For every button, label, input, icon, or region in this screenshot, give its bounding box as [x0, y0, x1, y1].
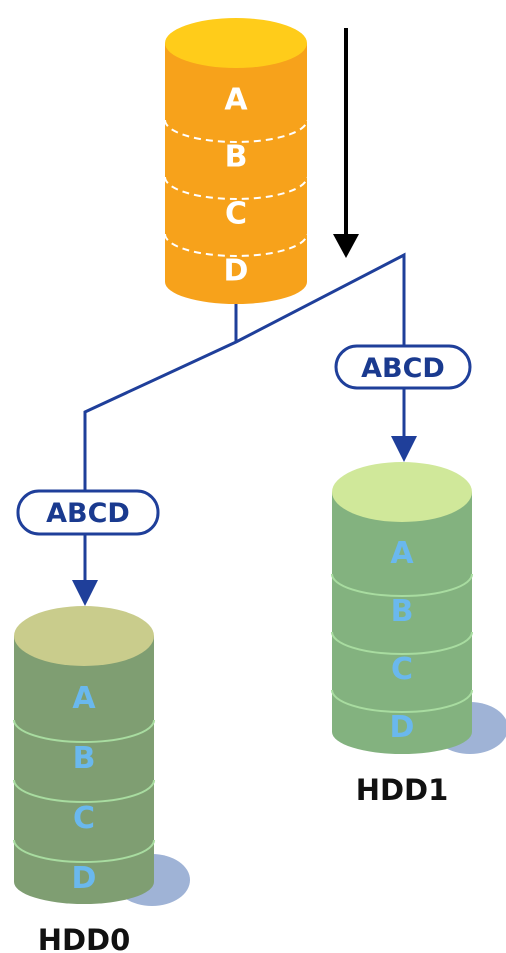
- write-arrow: [333, 28, 359, 258]
- source-segment-label: B: [225, 140, 248, 175]
- hdd0-segment-label: C: [73, 801, 95, 836]
- packet-pill: [334, 344, 472, 390]
- split-connector: [83, 252, 406, 584]
- disk-hdd0-body: [14, 636, 154, 904]
- source-segment-label: C: [225, 197, 247, 232]
- source-segment-label: A: [224, 83, 248, 118]
- source-cylinder-body: [165, 43, 307, 304]
- packet-label: ABCD: [361, 353, 445, 384]
- source-cylinder-top: [165, 18, 307, 68]
- hdd1-segment-label: B: [391, 594, 414, 629]
- packet-hdd0: ABCD: [16, 489, 160, 536]
- source-segment-divider: [164, 119, 308, 143]
- disk-name-label: HDD1: [356, 773, 449, 807]
- hdd1-segment-divider: [331, 573, 473, 597]
- disk-hdd0-top: [14, 606, 154, 666]
- hdd0-segment-divider: [13, 839, 155, 863]
- down-arrow-icon: [333, 234, 359, 258]
- source-cylinder: ABCD: [164, 18, 308, 304]
- hdd1-arrow-icon: [391, 436, 417, 462]
- disk-hdd0: ABCD HDD0: [13, 606, 190, 953]
- hdd1-segment-label: C: [391, 652, 413, 687]
- disk-hdd1-top: [332, 462, 472, 522]
- connector-line-splitter: [83, 252, 406, 418]
- hdd0-segment-label: A: [72, 681, 96, 716]
- packet-label: ABCD: [46, 498, 130, 529]
- packet-pill: [16, 489, 160, 536]
- hdd0-arrow-icon: [72, 580, 98, 606]
- source-segment-label: D: [224, 254, 249, 289]
- hdd0-segment-divider: [13, 719, 155, 743]
- disk-name-label: HDD0: [38, 923, 131, 953]
- hdd0-segment-label: D: [72, 861, 97, 896]
- source-segment-divider: [164, 176, 308, 200]
- disk-hdd1-body: [332, 492, 472, 754]
- hdd1-segment-divider: [331, 689, 473, 713]
- hdd0-segment-divider: [13, 779, 155, 803]
- disk-hdd1: ABCD HDD1: [331, 462, 506, 807]
- packet-hdd1: ABCD: [334, 344, 472, 390]
- hdd1-segment-label: A: [390, 536, 414, 571]
- hdd1-segment-label: D: [390, 710, 415, 745]
- hdd1-segment-divider: [331, 631, 473, 655]
- source-segment-divider: [164, 233, 308, 257]
- hdd0-segment-label: B: [73, 741, 96, 776]
